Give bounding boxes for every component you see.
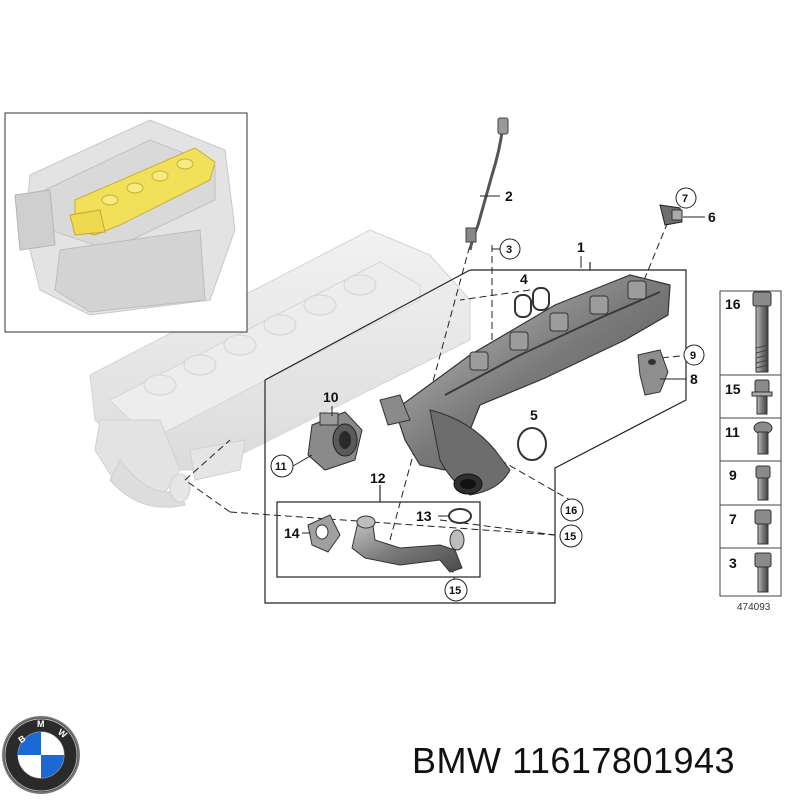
callout-14: 14	[284, 525, 300, 541]
legend-item-11: 11	[725, 424, 740, 440]
part-number: 11617801943	[512, 740, 736, 781]
part-12-egr-pipe	[351, 515, 465, 573]
callout-8: 8	[690, 371, 698, 387]
callout-5: 5	[530, 407, 538, 423]
part-13-ring	[448, 508, 472, 524]
callout-9: 9	[690, 350, 696, 362]
part-4-gasket	[514, 287, 550, 318]
callout-1: 1	[577, 239, 585, 255]
part-6-sensor	[659, 204, 683, 226]
callout-11: 11	[275, 461, 287, 473]
engine-head-ghost	[89, 229, 471, 508]
part-14-gasket	[307, 514, 341, 553]
callout-7: 7	[682, 193, 688, 205]
assembly-frame	[264, 262, 687, 604]
brand-part-label: BMW 11617801943	[412, 740, 735, 782]
callout-15b: 15	[449, 585, 461, 597]
bolt-15-icon	[751, 379, 773, 415]
legend-item-3: 3	[729, 555, 737, 571]
callout-3: 3	[506, 244, 512, 256]
diagram-number: 474093	[737, 602, 771, 613]
callout-16: 16	[565, 505, 577, 517]
callout-15a: 15	[564, 531, 576, 543]
bolt-9-icon	[755, 465, 771, 501]
callout-12: 12	[370, 470, 386, 486]
callout-2: 2	[505, 188, 513, 204]
bolt-7-icon	[754, 509, 772, 545]
bolt-16-icon	[752, 291, 772, 373]
callout-4: 4	[520, 271, 528, 287]
bolt-11-icon	[753, 421, 773, 455]
fastener-legend: 16 15 11 9 7	[719, 290, 782, 613]
bmw-logo: B M W	[2, 716, 80, 794]
svg-text:B: B	[16, 733, 27, 745]
bolt-3-icon	[754, 552, 772, 593]
part-10-egr-valve	[307, 411, 363, 471]
part-5-o-ring	[517, 427, 547, 461]
brand-name: BMW	[412, 740, 502, 781]
part-2-sensor	[465, 117, 509, 251]
callout-13: 13	[416, 508, 432, 524]
part-1-intake-manifold	[379, 274, 671, 496]
callout-10: 10	[323, 389, 339, 405]
engine-overview-inset	[4, 112, 248, 333]
svg-text:M: M	[37, 719, 45, 729]
part-8-bracket	[637, 349, 669, 396]
callout-6: 6	[708, 209, 716, 225]
legend-item-7: 7	[729, 511, 737, 527]
callout-labels: 2 1 3 4 5 7 6 9 8 10 11 12 13 14 15 15 1…	[270, 187, 716, 602]
legend-item-16: 16	[725, 296, 741, 312]
legend-item-15: 15	[725, 381, 741, 397]
legend-item-9: 9	[729, 467, 737, 483]
